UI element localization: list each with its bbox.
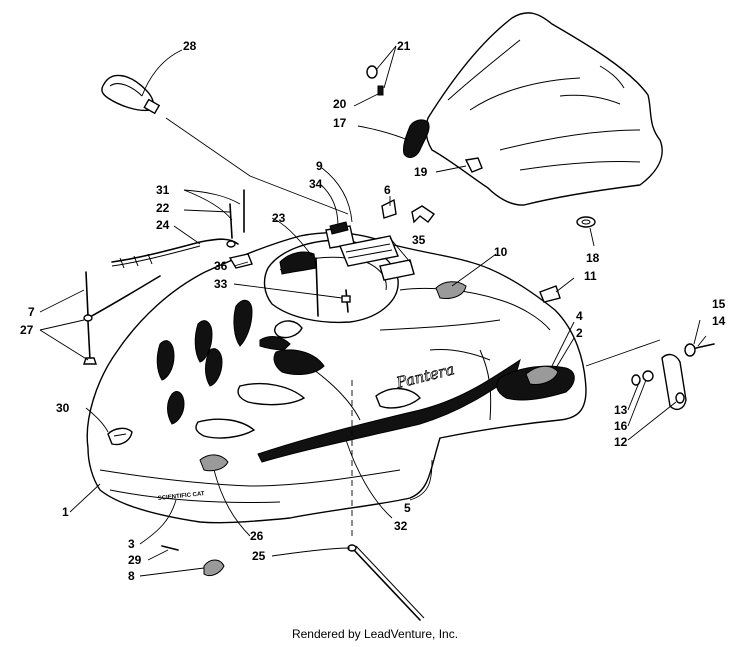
callout-12: 12 — [614, 435, 628, 449]
rear-decal — [539, 285, 561, 303]
callout-14: 14 — [712, 314, 726, 328]
hood-strap — [111, 238, 239, 269]
callout-2: 2 — [576, 326, 583, 340]
callout-7: 7 — [28, 305, 35, 319]
callout-10: 10 — [494, 245, 508, 259]
emblem — [273, 320, 303, 339]
cowl-decals — [325, 221, 415, 281]
hood-hinge-hardware — [226, 189, 253, 269]
callout-5: 5 — [404, 501, 411, 515]
grommet — [576, 216, 596, 228]
callout-35: 35 — [412, 233, 426, 247]
center-fastener — [315, 257, 351, 317]
lower-fastener — [161, 545, 225, 577]
side-mount-hardware — [585, 339, 715, 411]
callout-9: 9 — [316, 159, 323, 173]
callout-16: 16 — [614, 419, 628, 433]
callout-23: 23 — [272, 211, 286, 225]
leader-lines — [39, 45, 707, 577]
callout-3: 3 — [128, 537, 135, 551]
windshield-clip — [464, 157, 483, 173]
callout-32: 32 — [394, 519, 408, 533]
callout-19: 19 — [414, 165, 428, 179]
callout-18: 18 — [586, 251, 600, 265]
windshield — [425, 12, 663, 206]
callout-36: 36 — [214, 259, 228, 273]
callout-4: 4 — [576, 309, 583, 323]
callout-21: 21 — [397, 39, 411, 53]
tether-cable — [83, 271, 161, 365]
callout-25: 25 — [252, 549, 266, 563]
callout-27: 27 — [20, 323, 34, 337]
callout-11: 11 — [584, 269, 597, 283]
callout-33: 33 — [214, 277, 228, 291]
callout-labels: 28 21 20 17 19 9 34 6 35 10 18 11 31 22 … — [20, 39, 726, 583]
callout-34: 34 — [309, 177, 323, 191]
headlight-lens — [107, 427, 133, 446]
hood-vents — [156, 299, 325, 439]
callout-28: 28 — [183, 39, 197, 53]
callout-29: 29 — [128, 553, 142, 567]
foam-patches — [199, 281, 467, 472]
hood — [86, 232, 587, 524]
callout-15: 15 — [712, 297, 726, 311]
callout-30: 30 — [56, 401, 70, 415]
front-hood-label: SCIENTIFIC CAT — [158, 491, 206, 502]
callout-22: 22 — [156, 201, 170, 215]
callout-20: 20 — [333, 97, 347, 111]
scientific-cat-label: SCIENTIFIC CAT — [158, 491, 206, 502]
callout-1: 1 — [62, 505, 69, 519]
callout-17: 17 — [333, 116, 347, 130]
callout-13: 13 — [614, 403, 628, 417]
callout-6: 6 — [384, 183, 391, 197]
callout-8: 8 — [128, 569, 135, 583]
mirror — [101, 74, 349, 215]
callout-31: 31 — [156, 183, 170, 197]
windshield-bracket — [403, 119, 430, 158]
callout-26: 26 — [250, 529, 264, 543]
render-credit: Rendered by LeadVenture, Inc. — [291, 627, 459, 641]
fastener-top — [366, 65, 384, 96]
callout-24: 24 — [156, 218, 170, 232]
direction-arrow — [381, 198, 436, 224]
